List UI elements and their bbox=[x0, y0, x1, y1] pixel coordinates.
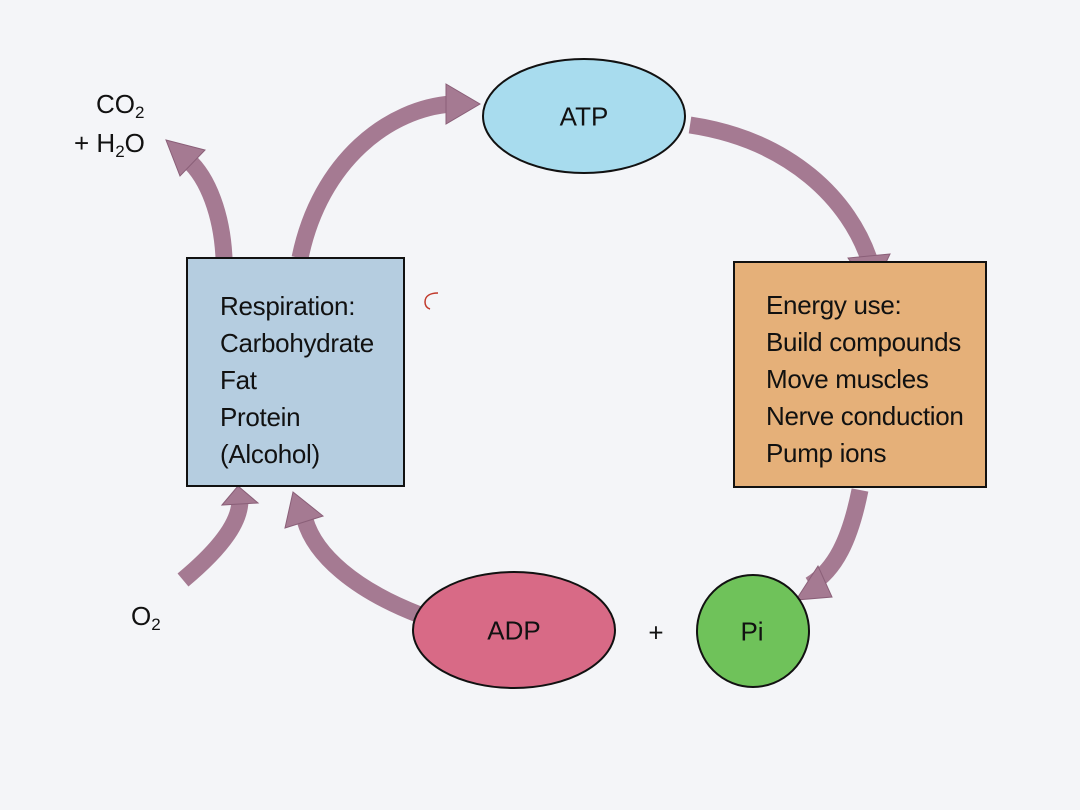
arrow-adp-to-respiration-shaft bbox=[296, 517, 424, 623]
adp-label: ADP bbox=[487, 615, 541, 646]
energy-use-box: Energy use: Build compounds Move muscles… bbox=[733, 261, 987, 488]
h2o-prefix: + H bbox=[74, 128, 116, 158]
o2-text: O bbox=[131, 601, 152, 631]
respiration-line: Respiration: bbox=[220, 291, 356, 321]
h2o-suffix: O bbox=[124, 128, 145, 158]
respiration-line: Fat bbox=[220, 365, 257, 395]
energy-line: Move muscles bbox=[766, 364, 929, 394]
arrow-to-co2-head bbox=[165, 139, 206, 177]
arrow-o2-to-respiration-shaft bbox=[177, 499, 249, 587]
atp-label: ATP bbox=[559, 101, 609, 132]
respiration-box: Respiration: Carbohydrate Fat Protein (A… bbox=[186, 257, 405, 487]
pi-label: Pi bbox=[740, 616, 764, 647]
h2o-label: + H2O bbox=[74, 128, 145, 161]
co2-subscript: 2 bbox=[135, 103, 145, 122]
energy-line: Energy use: bbox=[766, 290, 902, 320]
cycle-arrows bbox=[165, 83, 891, 623]
o2-subscript: 2 bbox=[151, 615, 161, 634]
pen-mark bbox=[424, 292, 439, 310]
respiration-line: Carbohydrate bbox=[220, 328, 374, 358]
h2o-subscript: 2 bbox=[115, 142, 125, 161]
co2-text: CO bbox=[96, 89, 135, 119]
arrow-energy-to-pi-head bbox=[795, 564, 833, 601]
arrow-respiration-to-atp-shaft bbox=[291, 95, 453, 260]
arrow-o2-to-respiration-head bbox=[220, 485, 260, 506]
co2-label: CO2 bbox=[96, 89, 145, 122]
arrow-to-co2-shaft bbox=[182, 153, 233, 259]
arrow-adp-to-respiration-head bbox=[284, 491, 325, 529]
arrow-respiration-to-atp-head bbox=[445, 83, 481, 125]
atp-node bbox=[482, 58, 686, 174]
energy-line: Nerve conduction bbox=[766, 401, 964, 431]
respiration-line: Protein bbox=[220, 402, 301, 432]
energy-line: Pump ions bbox=[766, 438, 887, 468]
pi-node bbox=[696, 574, 810, 688]
plus-sign: + bbox=[648, 617, 664, 648]
adp-node bbox=[412, 571, 616, 689]
energy-line: Build compounds bbox=[766, 327, 961, 357]
respiration-line: (Alcohol) bbox=[220, 439, 320, 469]
arrow-atp-to-energy-shaft bbox=[688, 116, 879, 265]
o2-label: O2 bbox=[131, 601, 161, 634]
